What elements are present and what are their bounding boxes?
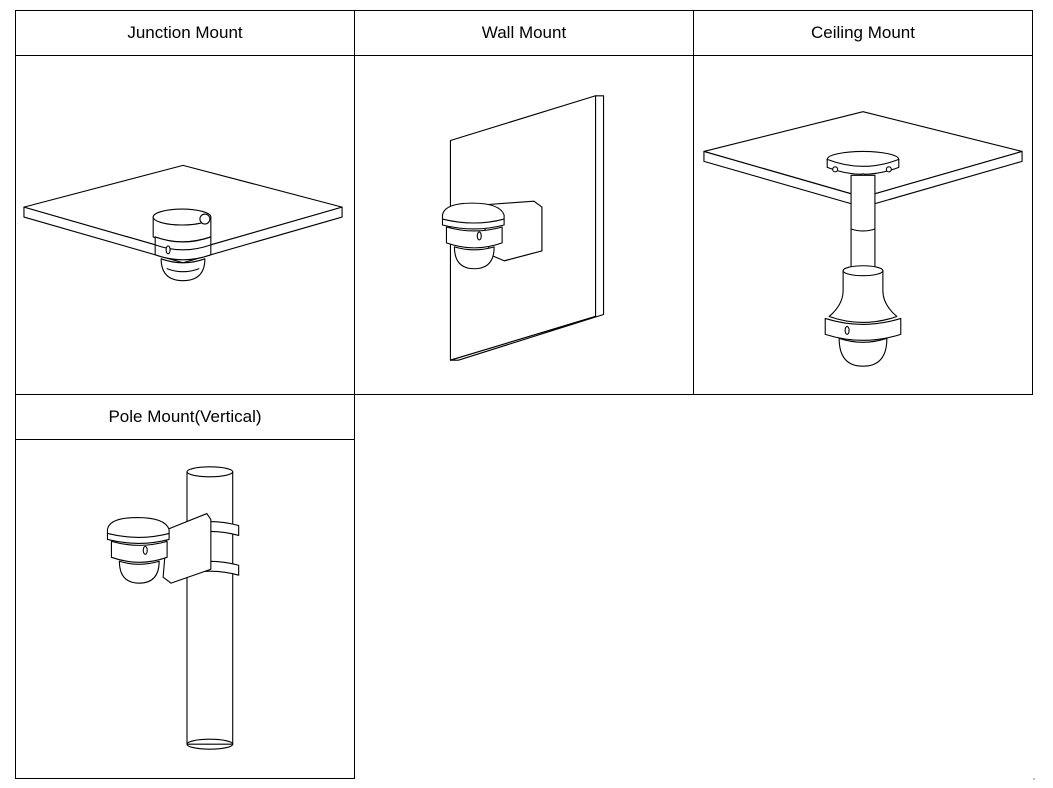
- camera-ring: [446, 227, 502, 248]
- camera-body: [825, 318, 901, 340]
- mount-cell-junction: Junction Mount: [15, 10, 355, 395]
- junction-box-top: [153, 209, 211, 225]
- camera-sensor-icon: [845, 326, 849, 334]
- pole-bracket: [163, 514, 211, 584]
- wall-panel-edge: [450, 96, 603, 360]
- mount-cell-pole: Pole Mount(Vertical): [15, 394, 355, 779]
- camera-body: [442, 203, 504, 229]
- wall-mount-drawing: [355, 56, 693, 394]
- camera-sensor-icon: [477, 232, 481, 240]
- mount-title-pole: Pole Mount(Vertical): [16, 395, 354, 440]
- pendant-adapter: [829, 271, 897, 323]
- pole-mount-illustration: [16, 440, 354, 778]
- camera-dome: [161, 259, 205, 281]
- ceiling-base: [827, 159, 899, 174]
- pole-top: [187, 467, 233, 477]
- ceiling-mount-drawing: [694, 56, 1032, 394]
- wall-mount-illustration: [355, 56, 693, 394]
- mount-title-wall: Wall Mount: [355, 11, 693, 56]
- camera-dome: [839, 338, 887, 366]
- mount-cell-wall: Wall Mount: [354, 10, 694, 395]
- ceiling-mount-illustration: [694, 56, 1032, 394]
- junction-mount-drawing: [16, 56, 354, 394]
- pole-mount-drawing: [16, 440, 354, 778]
- camera-sensor-icon: [143, 546, 147, 554]
- pendant-pipe: [851, 175, 875, 274]
- mount-title-junction: Junction Mount: [16, 11, 354, 56]
- pole: [187, 472, 233, 744]
- camera-body: [107, 518, 169, 544]
- cable-port: [200, 214, 210, 224]
- mount-title-ceiling: Ceiling Mount: [694, 11, 1032, 56]
- camera-sensor-icon: [166, 246, 170, 254]
- junction-mount-illustration: [16, 56, 354, 394]
- camera-dome: [454, 247, 494, 269]
- page-mark: [1033, 778, 1035, 780]
- mount-cell-ceiling: Ceiling Mount: [693, 10, 1033, 395]
- camera-dome: [119, 561, 159, 583]
- camera-ring: [111, 541, 167, 562]
